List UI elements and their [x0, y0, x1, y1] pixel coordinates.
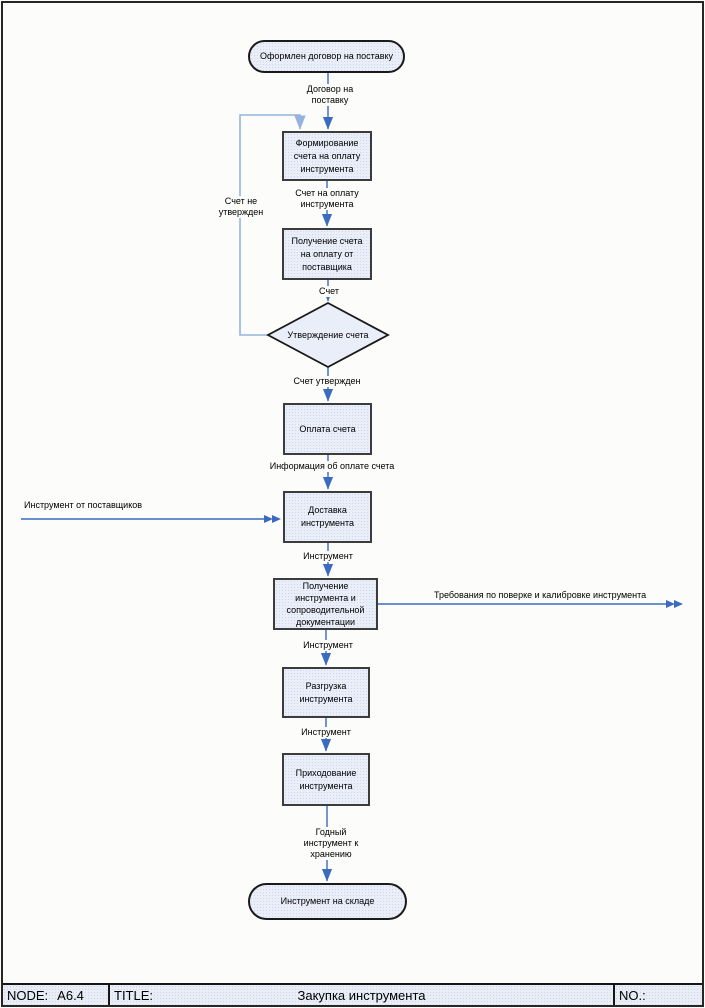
footer-node-value: A6.4: [57, 987, 84, 1003]
external-input-label: Инструмент от поставщиков: [24, 500, 143, 510]
external-input-arrow: [21, 515, 281, 523]
edge-label-approved: Счет утвержден: [291, 376, 363, 387]
process-form-invoice: Формирование счета на оплату инструмента: [282, 131, 372, 181]
edge-label-contract: Договор на поставку: [304, 84, 356, 106]
edge-label-tool-1: Инструмент: [301, 551, 355, 562]
process-delivery: Доставка инструмента: [283, 491, 372, 543]
decision-approve-invoice: Утверждение счета: [266, 301, 390, 369]
footer-no-label: NO.:: [619, 987, 646, 1003]
edge-label-tool-3: Инструмент: [299, 727, 353, 738]
footer-node-label: NODE:: [7, 987, 49, 1003]
decision-diamond-shape: [266, 301, 390, 369]
footer-no-cell: NO.:: [613, 985, 702, 1005]
footer-bar: NODE: A6.4 TITLE: Закупка инструмента NO…: [3, 983, 702, 1005]
footer-title-value: Закупка инструмента: [297, 987, 426, 1003]
decision-label: Утверждение счета: [287, 330, 369, 340]
loop-arrow-not-approved: [239, 114, 306, 336]
edge-label-invoice: Счет: [317, 286, 341, 297]
edge-label-payment-info: Информация об оплате счета: [267, 461, 397, 472]
process-receive-invoice: Получение счета на оплату от поставщика: [282, 228, 372, 280]
terminator-end: Инструмент на складе: [248, 883, 407, 920]
footer-title-cell: TITLE: Закупка инструмента: [110, 985, 613, 1005]
footer-title-label: TITLE:: [114, 987, 154, 1003]
edge-label-not-approved: Счет не утвержден: [216, 196, 266, 218]
edge-label-tool-2: Инструмент: [301, 640, 355, 651]
process-pay-invoice: Оплата счета: [283, 403, 372, 455]
process-receive-tool-docs: Получение инструмента и сопроводительной…: [273, 578, 378, 630]
footer-node-cell: NODE: A6.4: [3, 985, 110, 1005]
terminator-start: Оформлен договор на поставку: [248, 40, 405, 73]
process-book-tool: Приходование инструмента: [282, 753, 370, 806]
external-output-label: Требования по поверке и калибровке инстр…: [434, 590, 647, 600]
edge-label-good-tool: Годный инструмент к хранению: [301, 827, 361, 860]
edge-label-invoice-for-payment: Счет на оплату инструмента: [293, 188, 361, 210]
external-output-arrow: [378, 600, 683, 608]
process-unload-tool: Разгрузка инструмента: [282, 667, 370, 718]
